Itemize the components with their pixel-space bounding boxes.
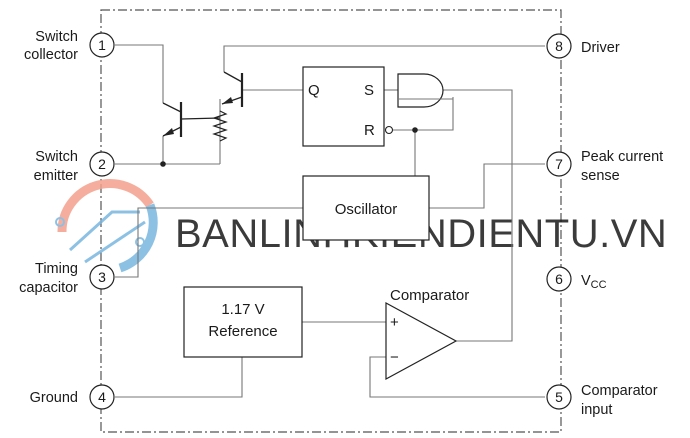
comparator-label: Comparator: [390, 287, 469, 304]
pin-6: 6 VCC: [546, 266, 607, 292]
pin-4-label: Ground: [30, 390, 78, 406]
watermark-logo-icon: [55, 179, 158, 273]
resistor-icon: [212, 110, 228, 142]
pin-6-label: VCC: [581, 273, 607, 291]
svg-text:6: 6: [555, 271, 563, 287]
pin-7: 7 Peak current sense: [546, 149, 663, 184]
pin-7-label: sense: [581, 168, 620, 184]
reference-label: Reference: [208, 323, 277, 340]
pin-5-label: input: [581, 402, 612, 418]
pin-3: 3 Timing capacitor: [19, 261, 115, 296]
svg-text:5: 5: [555, 389, 563, 405]
pin-7-label: Peak current: [581, 149, 663, 165]
svg-text:3: 3: [98, 269, 106, 285]
transistor-q1-icon: [162, 102, 221, 137]
comparator-block: + − Comparator: [385, 287, 469, 381]
pin-5-label: Comparator: [581, 383, 658, 399]
flipflop-r: R: [364, 122, 375, 139]
flipflop-block: Q S R: [302, 66, 385, 147]
reference-block: 1.17 V Reference: [183, 286, 303, 358]
pin-3-label: Timing: [35, 261, 78, 277]
svg-text:8: 8: [555, 38, 563, 54]
inverter-bubble-icon: [384, 125, 394, 135]
pin-3-label: capacitor: [19, 280, 78, 296]
pin-1-label: collector: [24, 47, 78, 63]
flipflop-q: Q: [308, 82, 320, 99]
junction-dot: [412, 127, 418, 133]
oscillator-block: Oscillator: [302, 175, 430, 241]
pin-8-label: Driver: [581, 40, 620, 56]
and-gate-icon: [397, 73, 444, 108]
pin-1: 1 Switch collector: [24, 29, 115, 63]
pin-2-label: Switch: [35, 149, 78, 165]
reference-voltage: 1.17 V: [221, 301, 264, 318]
pin-1-label: Switch: [35, 29, 78, 45]
comparator-minus: −: [390, 349, 399, 366]
svg-text:4: 4: [98, 389, 106, 405]
svg-text:2: 2: [98, 156, 106, 172]
wires: [115, 44, 545, 398]
junction-dot: [160, 161, 166, 167]
pin-5: 5 Comparator input: [546, 383, 658, 418]
pin-4: 4 Ground: [30, 384, 115, 410]
oscillator-label: Oscillator: [335, 201, 398, 218]
pin-2: 2 Switch emitter: [34, 149, 115, 184]
svg-text:1: 1: [98, 37, 106, 53]
flipflop-s: S: [364, 82, 374, 99]
transistor-q2-icon: [221, 71, 244, 107]
pin-8: 8 Driver: [546, 33, 620, 59]
svg-text:7: 7: [555, 156, 563, 172]
pin-2-label: emitter: [34, 168, 78, 184]
comparator-plus: +: [390, 314, 399, 331]
